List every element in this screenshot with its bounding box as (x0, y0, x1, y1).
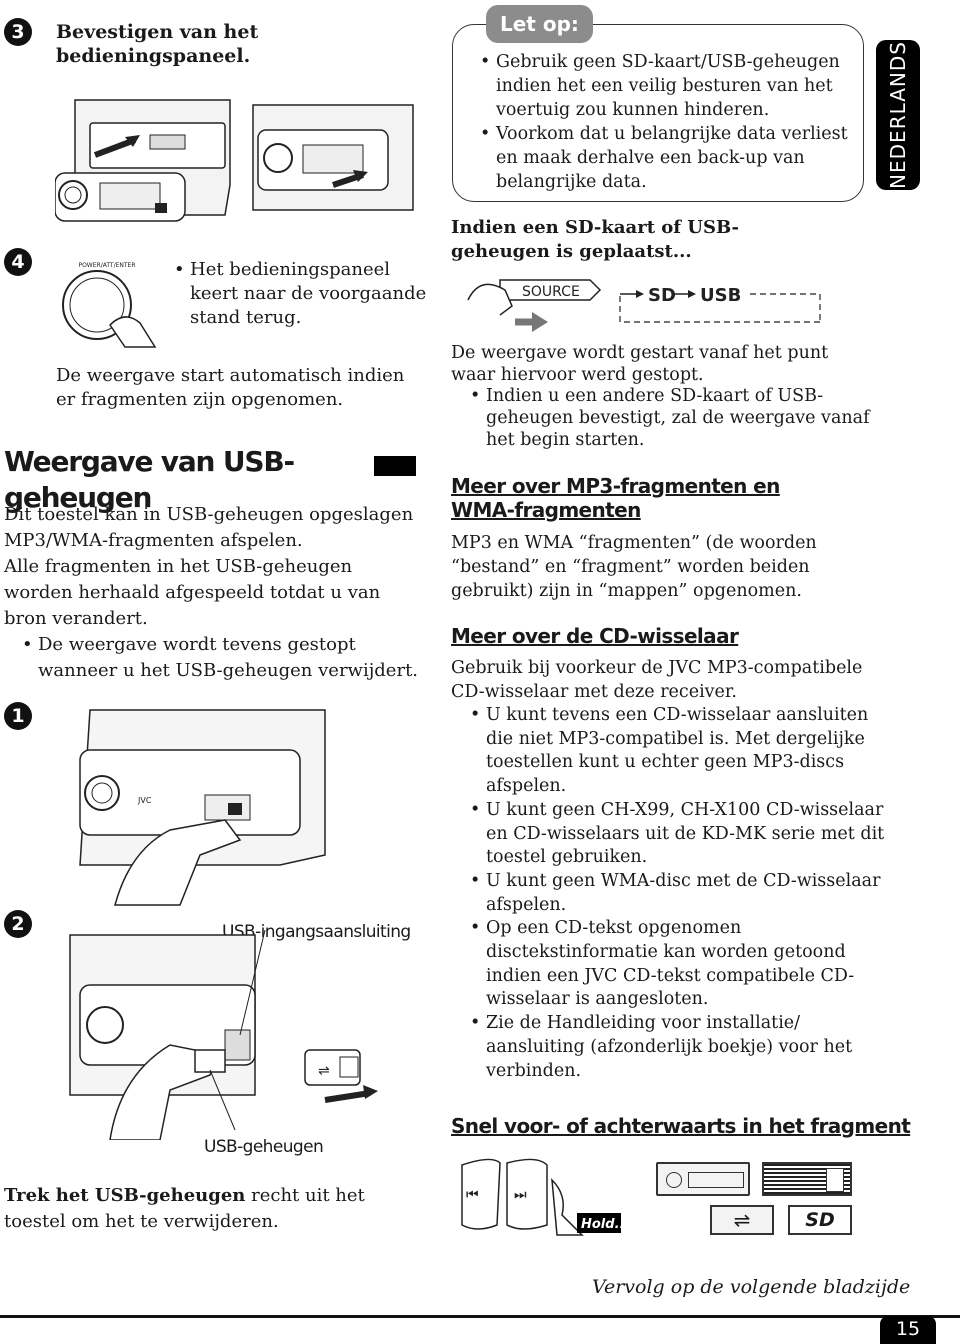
flow-usb: USB (700, 285, 741, 306)
attach-panel-illustration (55, 99, 231, 222)
cd-bullet-5: Zie de Handleiding voor installatie/ aan… (470, 1012, 886, 1083)
power-att-enter-label: POWER/ATT/ENTER (78, 262, 135, 269)
caution-bullet-1: Gebruik geen SD-kaart/USB-geheugen indie… (480, 50, 866, 122)
prev-track-icon: ⏮ (466, 1187, 479, 1203)
changer-source-icon (762, 1162, 852, 1196)
page-number: 15 (880, 1316, 936, 1344)
panel-closed-illustration (252, 104, 414, 211)
remove-usb-text: Trek het USB-geheugen recht uit het toes… (4, 1183, 404, 1235)
footer-rule (0, 1315, 960, 1318)
usb-source-icon: ⇌ (710, 1205, 774, 1235)
autostart-text: De weergave start automatisch indien er … (56, 365, 405, 410)
resume-bullet: Indien u een andere SD-kaart of USB-gehe… (470, 385, 881, 451)
svg-text:JVC: JVC (137, 796, 152, 805)
seek-buttons-illustration: ⏮ ⏭ Hold.... (461, 1158, 632, 1236)
caution-note-bullets: Gebruik geen SD-kaart/USB-geheugen indie… (478, 50, 866, 194)
svg-text:⇌: ⇌ (318, 1063, 330, 1079)
cd-changer-heading: Meer over de CD-wisselaar (451, 624, 739, 648)
cd-bullet-1: U kunt tevens een CD-wisselaar aansluite… (470, 704, 886, 799)
sd-source-icon: SD (788, 1205, 852, 1235)
source-flow-diagram: SOURCE SD USB (467, 279, 821, 332)
caution-note-title: Let op: (486, 5, 593, 43)
language-tab: NEDERLANDS (876, 40, 920, 190)
sd-inserted-heading: Indien een SD-kaart of USB-geheugen is g… (451, 217, 739, 262)
insert-usb-illustration: JVC (79, 709, 326, 906)
power-knob-illustration: POWER/ATT/ENTER (62, 262, 157, 348)
usb-port-label: USB-ingangsaansluiting (222, 922, 411, 942)
cd-bullet-3: U kunt geen WMA-disc met de CD-wisselaar… (470, 870, 886, 917)
remove-usb-rest: recht uit het toestel om het te verwijde… (4, 1185, 365, 1232)
hold-label: Hold.... (581, 1217, 632, 1232)
step-2-number: 2 (4, 910, 32, 938)
language-tab-label: NEDERLANDS (886, 41, 910, 189)
step-3-title: Bevestigen van het bedieningspaneel. (56, 21, 259, 67)
usb-intro-2: Alle fragmenten in het USB-geheugen word… (4, 556, 381, 629)
cd-bullet-4: Op een CD-tekst opgenomen disctekstinfor… (470, 917, 886, 1012)
usb-memory-illustration: ⇌ (69, 929, 378, 1140)
cd-bullet-2: U kunt geen CH-X99, CH-X100 CD-wisselaar… (470, 799, 886, 870)
step-3-number: 3 (4, 18, 32, 46)
usb-intro-1: Dit toestel kan in USB-geheugen opgeslag… (4, 504, 414, 551)
heading-marker (374, 456, 416, 476)
source-button-label: SOURCE (522, 284, 580, 300)
step-4-bullet: Het bedieningspaneel keert naar de voorg… (174, 258, 430, 330)
continued-next-page: Vervolg op de volgende bladzijde (592, 1276, 911, 1298)
caution-bullet-2: Voorkom dat u belangrijke data verliest … (480, 122, 866, 194)
resume-text: De weergave wordt gestart vanaf het punt… (451, 343, 829, 385)
next-track-icon: ⏭ (514, 1187, 527, 1203)
usb-bullets: De weergave wordt tevens gestopt wanneer… (20, 632, 433, 684)
step-1-number: 1 (4, 702, 32, 730)
usb-playback-heading: Weergave van USB-geheugen (4, 444, 416, 516)
step-4-number: 4 (4, 248, 32, 276)
cd-changer-text: Gebruik bij voorkeur de JVC MP3-compatib… (451, 658, 863, 702)
step-4-bullets: Het bedieningspaneel keert naar de voorg… (172, 258, 430, 330)
mp3-heading: Meer over MP3-fragmenten en WMA-fragment… (451, 474, 780, 522)
usb-memory-label: USB-geheugen (204, 1137, 324, 1157)
cd-changer-bullets: U kunt tevens een CD-wisselaar aansluite… (468, 704, 886, 1083)
flow-sd: SD (648, 285, 676, 306)
disc-source-icon (656, 1162, 750, 1196)
seek-heading: Snel voor- of achterwaarts in het fragme… (451, 1114, 911, 1138)
remove-usb-bold: Trek het USB-geheugen (4, 1185, 246, 1206)
usb-bullet: De weergave wordt tevens gestopt wanneer… (22, 632, 433, 684)
mp3-text: MP3 en WMA “fragmenten” (de woorden “bes… (451, 533, 817, 601)
resume-bullets: Indien u een andere SD-kaart of USB-gehe… (468, 385, 881, 451)
usb-heading-text: Weergave van USB-geheugen (4, 445, 295, 514)
